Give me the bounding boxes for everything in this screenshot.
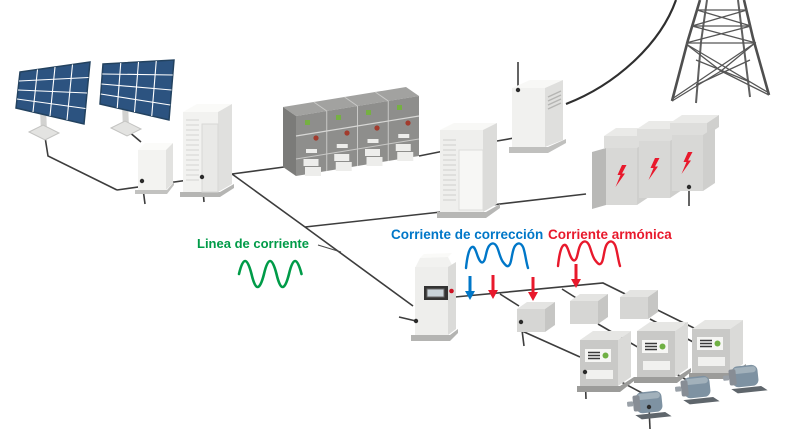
green-status-led-icon <box>602 352 609 359</box>
down-arrow-icon <box>488 275 498 299</box>
display-screen-icon <box>424 286 448 300</box>
solar-panel-icon <box>99 59 175 137</box>
motor <box>674 375 720 405</box>
distorted-wave-red-icon <box>556 240 622 268</box>
transmission-tower <box>670 0 771 104</box>
drive-cabinet <box>689 320 746 379</box>
red-status-led-icon <box>313 120 411 141</box>
load-box <box>517 302 555 332</box>
switchgear-bank <box>283 87 420 176</box>
drive-cabinet <box>577 331 634 392</box>
grid-connection-cabinet <box>509 80 566 153</box>
distribution-cabinet <box>437 123 500 218</box>
combiner-box <box>135 143 174 194</box>
green-status-led-icon <box>714 340 721 347</box>
green-status-led-icon <box>659 343 666 350</box>
label-line-current: Linea de corriente <box>197 236 309 251</box>
inverter-cabinet <box>180 104 234 197</box>
label-harmonic-current: Corriente armónica <box>548 227 672 242</box>
sine-wave-icon <box>237 259 303 289</box>
connection-dots <box>139 87 692 410</box>
down-arrow-icon <box>465 276 475 300</box>
load-box <box>570 294 608 324</box>
label-correction-current: Corriente de corrección <box>391 227 544 242</box>
active-harmonic-filter <box>411 253 458 341</box>
motor <box>722 364 768 394</box>
drive-cabinet <box>634 322 691 383</box>
transformer-unit <box>670 115 719 191</box>
red-status-led-icon <box>449 288 454 294</box>
grid-overhead-wire <box>565 0 678 106</box>
distorted-wave-blue-icon <box>464 242 530 270</box>
down-arrow-icon <box>528 277 538 301</box>
solar-panel-icon <box>15 61 91 141</box>
green-status-led-icon <box>305 105 402 125</box>
down-arrow-icon <box>571 264 581 288</box>
load-box <box>620 290 658 319</box>
motor <box>626 390 672 420</box>
transformer-bank <box>592 115 719 209</box>
